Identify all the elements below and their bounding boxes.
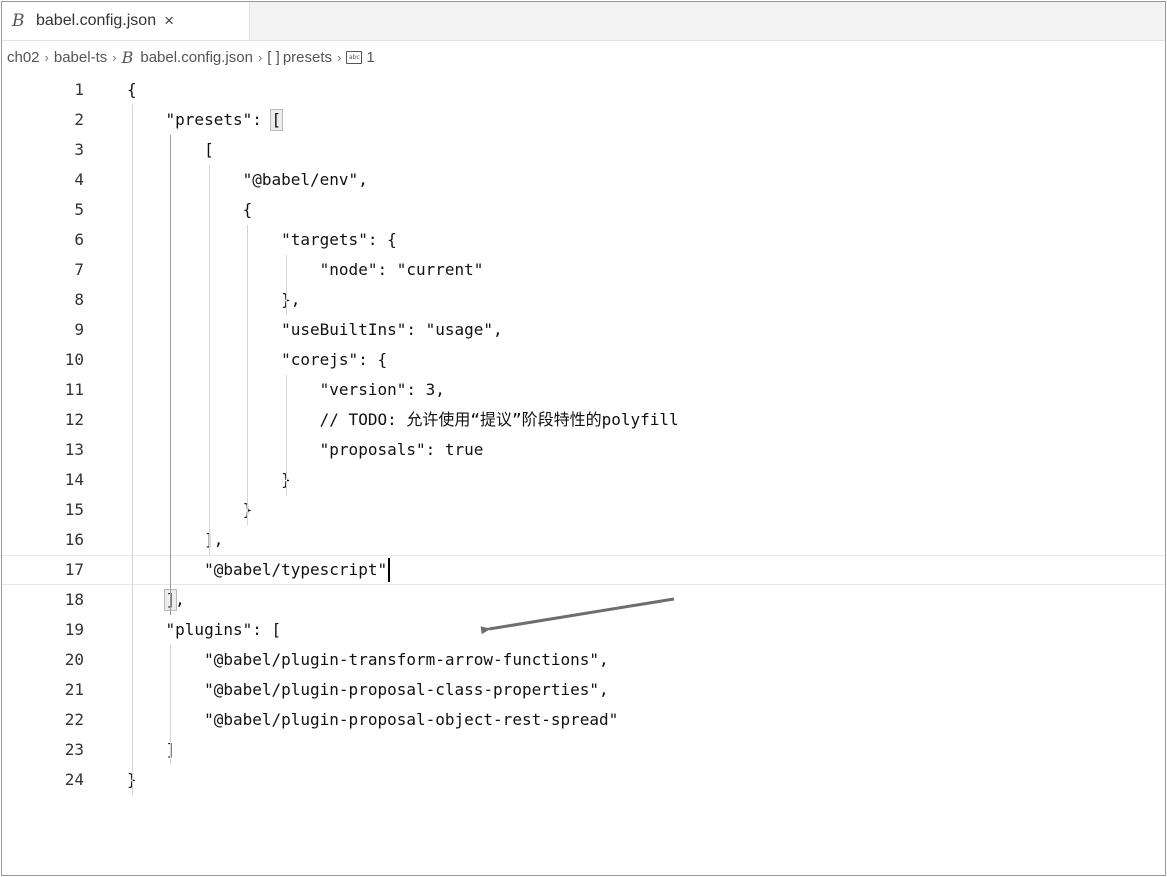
line-number: 13 xyxy=(64,440,84,459)
line-number: 3 xyxy=(74,140,84,159)
tab-bar: B babel.config.json × xyxy=(2,2,1165,41)
chevron-right-icon: › xyxy=(337,49,342,65)
code-text: "@babel/typescript" xyxy=(127,560,388,579)
code-editor[interactable]: 1{2 "presets": [3 [4 "@babel/env",5 {6 "… xyxy=(2,75,1165,875)
code-line[interactable]: 9 "useBuiltIns": "usage", xyxy=(2,315,1165,345)
line-number: 10 xyxy=(64,350,84,369)
code-line[interactable]: 20 "@babel/plugin-transform-arrow-functi… xyxy=(2,645,1165,675)
array-icon: [ ] xyxy=(267,48,280,66)
line-number: 15 xyxy=(64,500,84,519)
breadcrumb-item-presets[interactable]: presets xyxy=(282,48,333,66)
code-line[interactable]: 6 "targets": { xyxy=(2,225,1165,255)
code-text: "@babel/plugin-proposal-object-rest-spre… xyxy=(127,710,619,729)
code-line[interactable]: 21 "@babel/plugin-proposal-class-propert… xyxy=(2,675,1165,705)
code-line[interactable]: 12 // TODO: 允许使用“提议”阶段特性的polyfill xyxy=(2,405,1165,435)
close-icon[interactable]: × xyxy=(164,11,175,30)
chevron-right-icon: › xyxy=(257,49,263,65)
code-text: "node": "current" xyxy=(127,260,484,279)
code-text: "presets": [ xyxy=(127,110,282,129)
indent-guide xyxy=(285,255,287,315)
code-line[interactable]: 24} xyxy=(2,765,1165,795)
code-line[interactable]: 17 "@babel/typescript" xyxy=(2,555,1165,585)
code-text: "@babel/plugin-proposal-class-properties… xyxy=(127,680,609,699)
breadcrumb-item-ch02[interactable]: ch02 xyxy=(7,48,40,66)
line-number: 1 xyxy=(74,80,84,99)
code-line[interactable]: 18 ], xyxy=(2,585,1165,615)
breadcrumb-item-file[interactable]: babel.config.json xyxy=(140,48,253,66)
code-text: ], xyxy=(127,530,224,549)
code-text: ] xyxy=(127,740,176,759)
code-text: "useBuiltIns": "usage", xyxy=(127,320,503,339)
code-line[interactable]: 7 "node": "current" xyxy=(2,255,1165,285)
line-number: 19 xyxy=(64,620,84,639)
line-number: 24 xyxy=(64,770,84,789)
code-text: "plugins": [ xyxy=(127,620,282,639)
babel-file-icon: B xyxy=(12,11,25,31)
code-line[interactable]: 5 { xyxy=(2,195,1165,225)
tab-babel-config[interactable]: B babel.config.json × xyxy=(2,2,250,40)
breadcrumb-item-index[interactable]: 1 xyxy=(366,48,375,66)
code-line[interactable]: 15 } xyxy=(2,495,1165,525)
line-number: 12 xyxy=(64,410,84,429)
string-icon: abc xyxy=(346,50,363,64)
chevron-right-icon: › xyxy=(44,49,49,65)
code-text: "proposals": true xyxy=(127,440,484,459)
line-number: 8 xyxy=(74,290,84,309)
code-line[interactable]: 4 "@babel/env", xyxy=(2,165,1165,195)
code-text: "@babel/plugin-transform-arrow-functions… xyxy=(127,650,609,669)
line-number: 5 xyxy=(74,200,84,219)
line-number: 9 xyxy=(74,320,84,339)
code-line[interactable]: 10 "corejs": { xyxy=(2,345,1165,375)
line-number: 16 xyxy=(64,530,84,549)
indent-guide xyxy=(170,645,172,765)
line-number: 20 xyxy=(64,650,84,669)
chevron-right-icon: › xyxy=(112,49,117,65)
code-text: // TODO: 允许使用“提议”阶段特性的polyfill xyxy=(127,410,679,429)
annotation-arrow xyxy=(480,597,675,635)
indent-guide xyxy=(285,375,287,495)
line-number: 23 xyxy=(64,740,84,759)
indent-guide xyxy=(132,105,133,795)
code-text: ], xyxy=(127,590,185,609)
code-line[interactable]: 23 ] xyxy=(2,735,1165,765)
code-line[interactable]: 19 "plugins": [ xyxy=(2,615,1165,645)
line-number: 17 xyxy=(64,560,84,579)
code-text: { xyxy=(127,200,253,219)
indent-guide xyxy=(170,135,172,615)
bracket-match-highlight xyxy=(270,109,283,131)
code-text: "corejs": { xyxy=(127,350,388,369)
indent-guide xyxy=(247,225,249,525)
code-line[interactable]: 3 [ xyxy=(2,135,1165,165)
line-number: 18 xyxy=(64,590,84,609)
line-number: 2 xyxy=(74,110,84,129)
line-number: 11 xyxy=(64,380,84,399)
code-text: "version": 3, xyxy=(127,380,445,399)
code-text: [ xyxy=(127,140,214,159)
line-number: 14 xyxy=(64,470,84,489)
line-number: 4 xyxy=(74,170,84,189)
code-text: } xyxy=(127,770,137,789)
code-line[interactable]: 16 ], xyxy=(2,525,1165,555)
code-line[interactable]: 22 "@babel/plugin-proposal-object-rest-s… xyxy=(2,705,1165,735)
breadcrumb-item-babel-ts[interactable]: babel-ts xyxy=(53,48,108,66)
code-text: "@babel/env", xyxy=(127,170,368,189)
indent-guide xyxy=(208,165,210,555)
code-line[interactable]: 2 "presets": [ xyxy=(2,105,1165,135)
line-number: 21 xyxy=(64,680,84,699)
code-line[interactable]: 13 "proposals": true xyxy=(2,435,1165,465)
breadcrumb: ch02 › babel-ts › B babel.config.json › … xyxy=(2,41,1165,73)
tab-label: babel.config.json xyxy=(36,12,157,29)
line-number: 6 xyxy=(74,230,84,249)
line-number: 22 xyxy=(64,710,84,729)
text-cursor xyxy=(387,558,390,582)
babel-file-icon: B xyxy=(121,47,134,67)
code-line[interactable]: 1{ xyxy=(2,75,1165,105)
code-text: "targets": { xyxy=(127,230,397,249)
code-line[interactable]: 11 "version": 3, xyxy=(2,375,1165,405)
code-text: { xyxy=(127,80,137,99)
line-number: 7 xyxy=(74,260,84,279)
code-text: } xyxy=(127,500,253,519)
